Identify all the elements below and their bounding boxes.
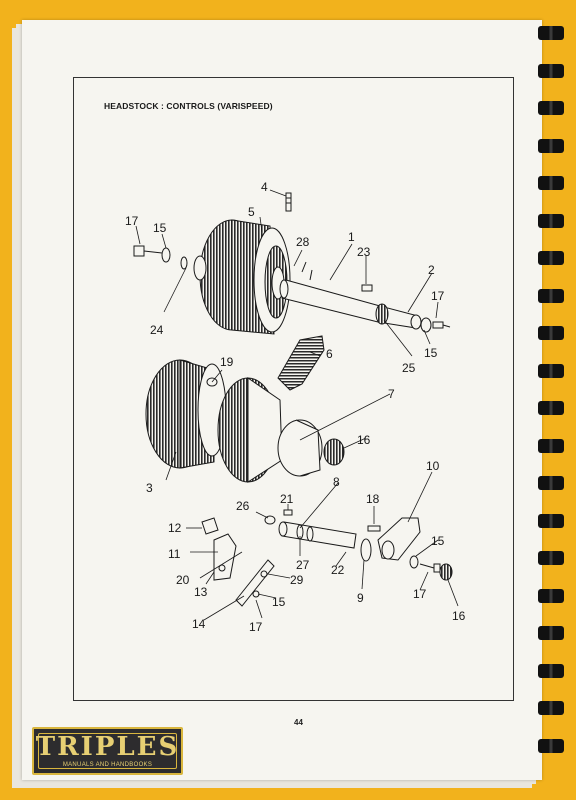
part-pin [285,192,292,212]
callout: 17 [431,289,445,303]
callout: 13 [194,585,208,599]
callout-labels: 1 2 3 4 5 6 7 8 9 10 11 12 13 14 15 15 1… [125,180,466,634]
callout: 16 [357,433,371,447]
binding-coil [538,476,564,490]
part-bolt-upper-left [133,245,188,270]
callout: 29 [290,573,304,587]
callout: 20 [176,573,190,587]
part-lever-6 [277,335,325,391]
callout: 15 [424,346,438,360]
callout: 12 [168,521,182,535]
binding-coil [538,551,564,565]
callout: 6 [326,347,333,361]
logo-name: TRIPLES [35,732,180,762]
callout: 28 [296,235,310,249]
callout: 15 [153,221,167,235]
manual-page [22,20,542,780]
callout: 25 [402,361,416,375]
callout: 16 [452,609,466,623]
callout: 15 [431,534,445,548]
part-rod-14 [235,559,275,607]
binding-coil [538,663,564,678]
callout: 19 [220,355,234,369]
part-bolt-lower-right [409,555,453,581]
callout: 11 [168,547,181,561]
diagram-frame [73,77,514,701]
callout: 24 [150,323,164,337]
binding-coil [538,701,564,715]
binding-coil [538,326,564,340]
callout: 23 [357,245,371,259]
callout: 27 [296,558,310,572]
part-lever-10 [377,517,421,561]
binding-coil [538,513,564,528]
binding-coil [538,138,564,153]
binding-coil [538,26,564,40]
binding-coil [538,438,564,453]
callout: 2 [428,263,435,277]
binding-coil [538,213,564,228]
binding-coil [538,63,564,78]
logo-tagline: MANUALS AND HANDBOOKS [62,762,153,768]
callout: 17 [125,214,139,228]
callout: 4 [261,180,268,194]
callout: 5 [248,205,255,219]
binding-coil [538,626,564,640]
callout: 9 [357,591,364,605]
callout: 7 [388,387,395,401]
binding-coil [538,363,564,378]
page-number: 44 [294,718,303,727]
callout: 17 [413,587,427,601]
callout: 3 [146,481,153,495]
callout: 26 [236,499,250,513]
binding-coil [538,588,564,603]
callout: 10 [426,459,440,473]
part-collar-9 [360,538,372,562]
triples-logo: TRIPLES MANUALS AND HANDBOOKS [32,727,183,775]
part-gear-16-upper [323,438,345,466]
callout: 1 [348,230,355,244]
page-title: HEADSTOCK : CONTROLS (VARISPEED) [104,101,273,111]
binding-coil [538,401,564,415]
part-cone-pulley [217,377,323,483]
binding-coil [538,288,564,303]
part-shaft [279,261,419,329]
part-bracket-13 [213,533,237,581]
binding-coil [538,738,564,753]
callout: 21 [280,492,294,506]
callout: 18 [366,492,380,506]
callout: 14 [192,617,206,631]
part-collar-right [410,314,451,333]
callout: 17 [249,620,263,634]
part-pulley-lower [145,359,227,469]
part-shaft-8 [278,521,357,549]
binding-coil [538,101,564,115]
part-block-12 [201,517,219,535]
binding-coil [538,176,564,190]
logo-border [38,733,177,769]
part-pulley-upper [193,219,291,335]
leader-lines [135,189,459,621]
binding-coil [538,251,564,265]
callout: 15 [272,595,286,609]
callout: 8 [333,475,340,489]
callout: 22 [331,563,345,577]
